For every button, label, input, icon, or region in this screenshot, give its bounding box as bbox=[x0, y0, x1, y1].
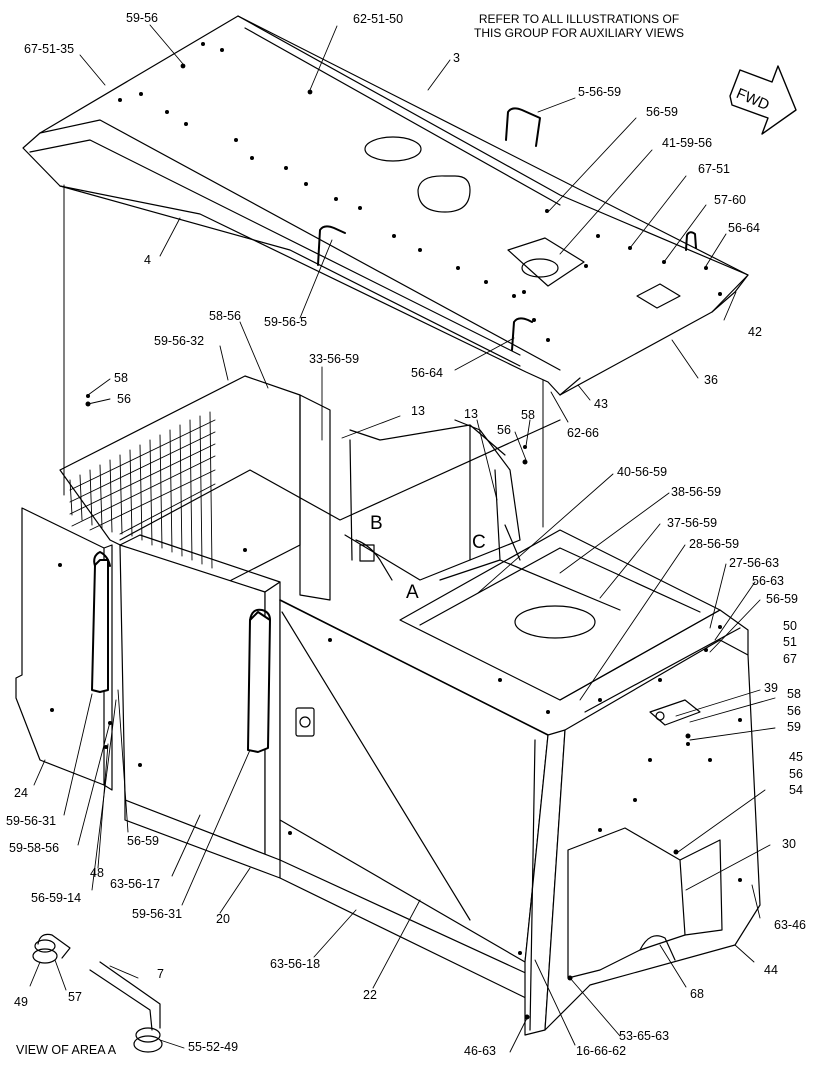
callout: 56-59 bbox=[766, 592, 798, 606]
area-letter-c: C bbox=[472, 532, 486, 553]
top-cover bbox=[22, 15, 749, 396]
note-line-1: REFER TO ALL ILLUSTRATIONS OF bbox=[478, 12, 680, 26]
callout: 59-58-56 bbox=[9, 841, 60, 855]
callout: 45 bbox=[789, 750, 803, 764]
callout: 63-56-18 bbox=[270, 957, 321, 971]
callout: 41-59-56 bbox=[662, 136, 713, 150]
callout: 30 bbox=[782, 837, 796, 851]
callout: 56-59-14 bbox=[31, 891, 82, 905]
callout: 59-56-5 bbox=[264, 315, 308, 329]
callout: 28-56-59 bbox=[689, 537, 740, 551]
callout: 24 bbox=[14, 786, 28, 800]
callout: 4 bbox=[144, 253, 151, 267]
callout: 5-56-59 bbox=[578, 85, 622, 99]
callout: 54 bbox=[789, 783, 803, 797]
callout: 58-56 bbox=[209, 309, 241, 323]
reference-note: REFER TO ALL ILLUSTRATIONS OF THIS GROUP… bbox=[474, 12, 685, 41]
view-caption: VIEW OF AREA A bbox=[16, 1043, 117, 1057]
callout: 39 bbox=[764, 681, 778, 695]
callout: 55-52-49 bbox=[188, 1040, 239, 1054]
area-letter-a: A bbox=[406, 582, 419, 603]
area-letter-b: B bbox=[370, 513, 383, 534]
callout: 37-56-59 bbox=[667, 516, 718, 530]
callout: 59 bbox=[787, 720, 801, 734]
callout: 59-56-32 bbox=[154, 334, 205, 348]
callout: 62-66 bbox=[567, 426, 599, 440]
leader-lines bbox=[29, 24, 776, 1053]
right-corner-post bbox=[524, 729, 566, 1036]
door-handles bbox=[91, 551, 271, 753]
callout: 68 bbox=[690, 987, 704, 1001]
fwd-arrow-icon bbox=[729, 65, 797, 135]
callout: 56-63 bbox=[752, 574, 784, 588]
callout: 59-56 bbox=[126, 11, 158, 25]
callout: 56-59 bbox=[646, 105, 678, 119]
callout: 16-66-62 bbox=[576, 1044, 627, 1058]
callout: 57-60 bbox=[714, 193, 746, 207]
callout: 43 bbox=[594, 397, 608, 411]
callout: 56 bbox=[787, 704, 801, 718]
callout: 67 bbox=[783, 652, 797, 666]
callout: 56 bbox=[117, 392, 131, 406]
callout: 20 bbox=[216, 912, 230, 926]
callout: 59-56-31 bbox=[6, 814, 57, 828]
harness bbox=[349, 439, 521, 581]
callout: 40-56-59 bbox=[617, 465, 668, 479]
callout: 57 bbox=[68, 990, 82, 1004]
note-line-2: THIS GROUP FOR AUXILIARY VIEWS bbox=[474, 25, 685, 40]
callout: 56-64 bbox=[728, 221, 760, 235]
callout: 53-65-63 bbox=[619, 1029, 670, 1043]
callout: 22 bbox=[363, 988, 377, 1002]
callout: 51 bbox=[783, 635, 797, 649]
callout: 38-56-59 bbox=[671, 485, 722, 499]
callout: 48 bbox=[90, 866, 104, 880]
callout: 33-56-59 bbox=[309, 352, 360, 366]
callout: 62-51-50 bbox=[353, 12, 404, 26]
callout: 63-46 bbox=[774, 918, 806, 932]
callout: 3 bbox=[453, 51, 460, 65]
grab-handles-top bbox=[317, 107, 697, 351]
callout: 7 bbox=[157, 967, 164, 981]
right-side-panel bbox=[544, 609, 761, 1031]
callout: 58 bbox=[114, 371, 128, 385]
callout: 36 bbox=[704, 373, 718, 387]
callout: 56 bbox=[497, 423, 511, 437]
callout: 50 bbox=[783, 619, 797, 633]
callout: 67-51-35 bbox=[24, 42, 75, 56]
callout: 56-59 bbox=[127, 834, 159, 848]
callout: 44 bbox=[764, 963, 778, 977]
callout: 13 bbox=[411, 404, 425, 418]
rear-grille bbox=[69, 411, 216, 569]
area-a-detail bbox=[32, 933, 163, 1053]
callout: 58 bbox=[521, 408, 535, 422]
callout: 56 bbox=[789, 767, 803, 781]
callout: 13 bbox=[464, 407, 478, 421]
callout: 49 bbox=[14, 995, 28, 1009]
callout: 42 bbox=[748, 325, 762, 339]
front-door-right bbox=[279, 599, 549, 963]
callout: 46-63 bbox=[464, 1044, 496, 1058]
callout: 59-56-31 bbox=[132, 907, 183, 921]
callout: 63-56-17 bbox=[110, 877, 161, 891]
callout: 56-64 bbox=[411, 366, 443, 380]
callout: 58 bbox=[787, 687, 801, 701]
callout: 27-56-63 bbox=[729, 556, 780, 570]
callout: 67-51 bbox=[698, 162, 730, 176]
